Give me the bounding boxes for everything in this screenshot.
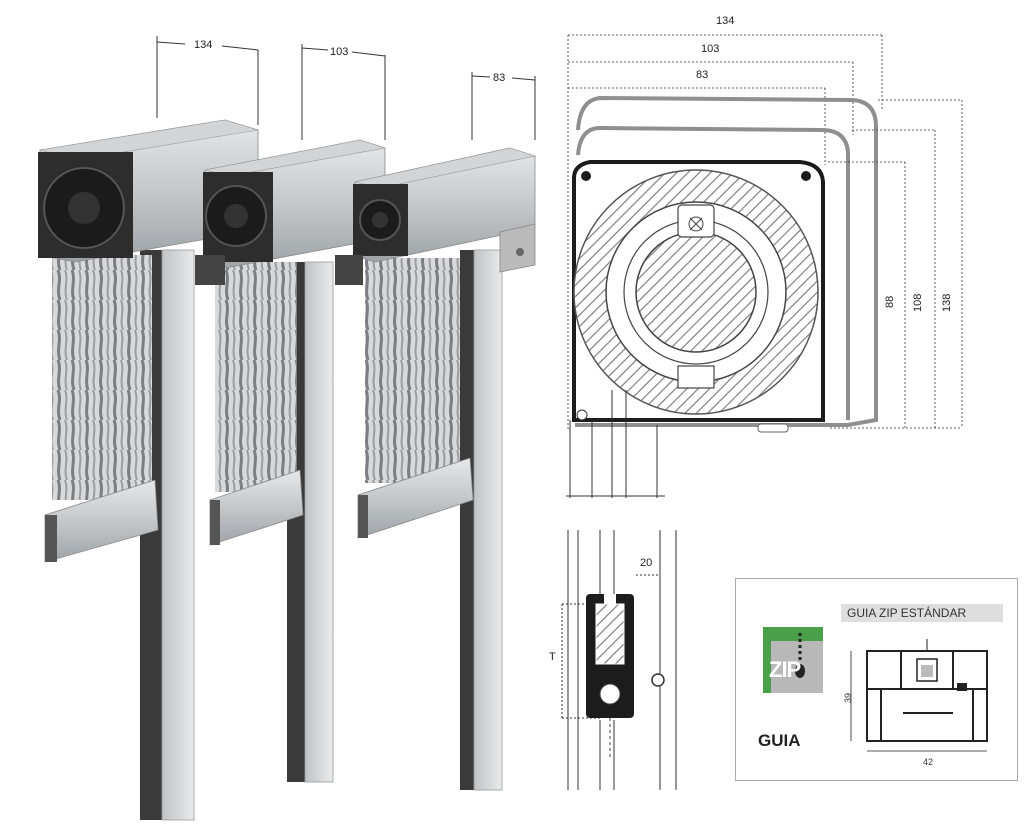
dim-guide-side: T: [549, 651, 556, 663]
cross-section-drawing: 134 103 83 88 108 138: [566, 15, 963, 498]
dim-width-83: 83: [696, 69, 708, 81]
product-photo: 134 103: [38, 36, 537, 821]
dim-photo-103: 103: [330, 46, 348, 58]
dim-photo-83: 83: [493, 72, 505, 84]
zip-height-dim: 39: [843, 693, 853, 703]
dim-photo-134: 134: [194, 39, 212, 51]
cassette-134: 134: [38, 36, 259, 821]
dim-height-88: 88: [884, 296, 896, 308]
cassette-83: 83: [335, 72, 537, 791]
zip-guide-profile: 39 42: [843, 639, 988, 767]
zip-logo: ZIP: [763, 627, 823, 693]
dim-height-108: 108: [912, 294, 924, 312]
zip-logo-caption: GUIA: [758, 731, 801, 750]
dim-guide-20: 20: [640, 557, 652, 569]
zip-width-dim: 42: [923, 757, 933, 767]
cassette-103: 103: [195, 44, 386, 783]
large-profile-outlines: [575, 95, 878, 427]
side-dimensions: [828, 99, 963, 429]
dim-width-134: 134: [716, 15, 734, 27]
zipper-icon: [795, 633, 805, 678]
dim-width-103: 103: [701, 43, 719, 55]
zip-guide-panel: GUIA ZIP ESTÁNDAR ZIP GUIA 39 42: [735, 578, 1018, 781]
roller-tube-section: [635, 231, 757, 353]
zip-guide-title: GUIA ZIP ESTÁNDAR: [841, 604, 1003, 622]
small-profile-outline: [572, 160, 825, 422]
top-dimensions: [567, 34, 883, 430]
zip-logo-text: ZIP: [769, 657, 801, 682]
dim-height-138: 138: [941, 294, 953, 312]
guide-section-drawing: 20 T: [549, 530, 677, 790]
